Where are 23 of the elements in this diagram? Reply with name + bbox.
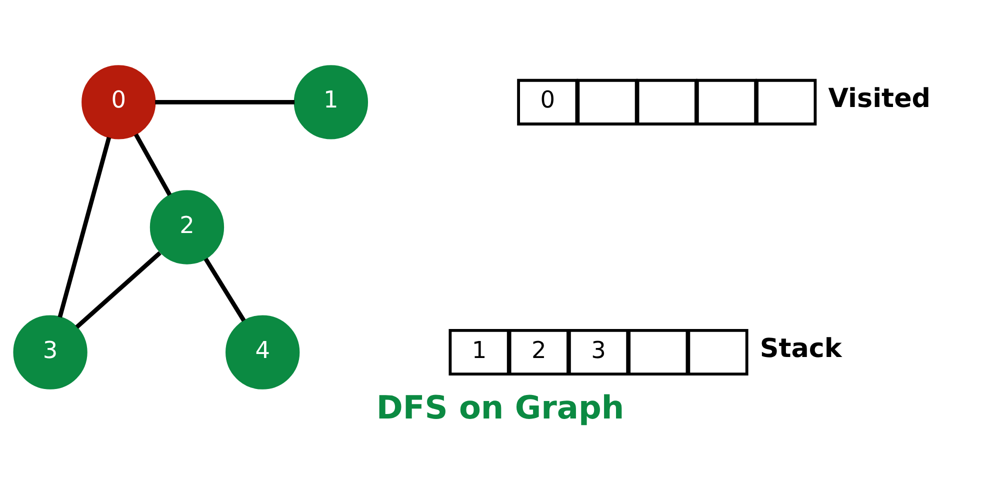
connector [58,136,112,318]
node-circle: 1 [294,64,368,139]
node-circle: 0 [82,64,156,139]
node-box: 3 [568,328,630,376]
label: Stack [760,334,842,364]
node-box: 2 [508,328,570,376]
node-box [628,328,689,376]
node-box [687,328,748,376]
label: Visited [828,84,931,114]
diagram-title: DFS on Graph [376,388,624,426]
connector [75,250,162,328]
node-circle: 4 [226,314,300,389]
node-box: 0 [517,78,578,125]
node-box [576,78,638,125]
connector [204,257,246,322]
connector [134,132,172,196]
node-box: 1 [448,328,510,376]
node-box [756,78,817,125]
node-circle: 3 [13,314,88,389]
node-circle: 2 [150,190,224,264]
connector [155,99,295,104]
node-box [696,78,758,125]
node-box [636,78,698,125]
